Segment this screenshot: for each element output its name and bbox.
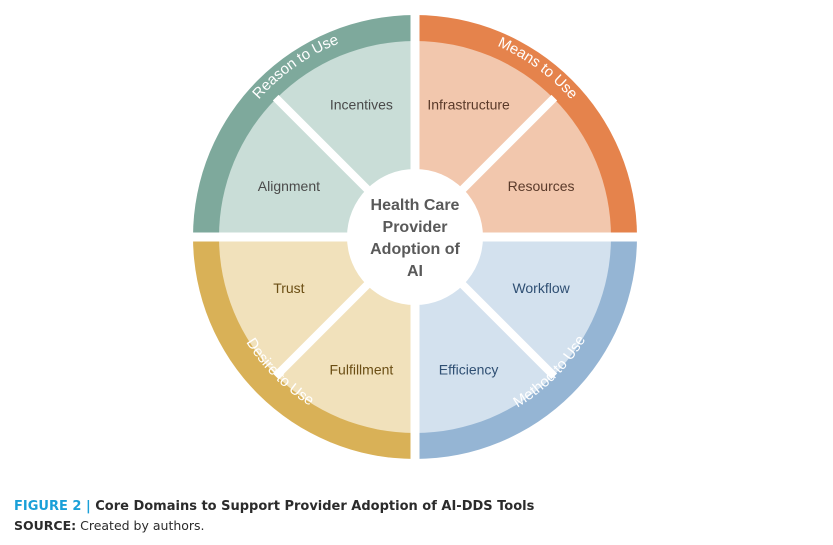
segment-label-incentives: Incentives xyxy=(330,96,393,112)
figure-label: FIGURE 2 xyxy=(14,499,82,514)
center-title-line: Adoption of xyxy=(370,241,460,258)
segment-label-efficiency: Efficiency xyxy=(439,362,499,378)
segment-label-infrastructure: Infrastructure xyxy=(427,96,510,112)
segment-label-resources: Resources xyxy=(508,178,575,194)
source-label: SOURCE: xyxy=(14,518,77,533)
segment-label-alignment: Alignment xyxy=(258,178,320,194)
caption-separator: | xyxy=(85,499,91,514)
segment-label-fulfillment: Fulfillment xyxy=(330,362,394,378)
segment-label-workflow: Workflow xyxy=(512,280,570,296)
center-title-line: AI xyxy=(407,263,423,280)
segment-label-trust: Trust xyxy=(273,280,304,296)
source-line: SOURCE: Created by authors. xyxy=(14,518,205,533)
center-title-line: Provider xyxy=(383,219,448,236)
center-circle xyxy=(347,169,483,305)
source-text: Created by authors. xyxy=(80,518,205,533)
center-title-line: Health Care xyxy=(371,197,460,214)
figure-title: Core Domains to Support Provider Adoptio… xyxy=(95,499,535,514)
figure-caption: FIGURE 2 | Core Domains to Support Provi… xyxy=(14,499,534,514)
